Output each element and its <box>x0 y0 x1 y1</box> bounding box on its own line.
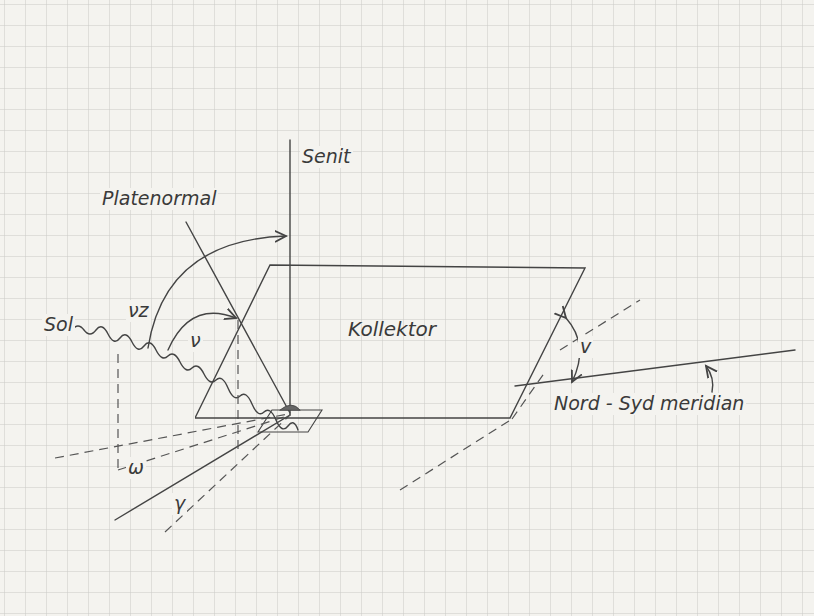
angle-label: νz <box>126 300 151 322</box>
angle-label: Senit <box>300 146 353 168</box>
collector-outline <box>195 262 587 420</box>
angle-label: Sol <box>42 314 75 336</box>
collector-plate: Kollektor <box>195 262 587 420</box>
angle-label: ν <box>188 330 203 352</box>
angle-label: ω <box>126 457 146 479</box>
angle-label: v <box>578 336 593 358</box>
angle-label: Platenormal <box>100 188 218 210</box>
collector-label: Kollektor <box>348 317 436 341</box>
angle-label: Nord - Syd meridian <box>552 393 746 415</box>
angle-label: γ <box>172 493 187 515</box>
